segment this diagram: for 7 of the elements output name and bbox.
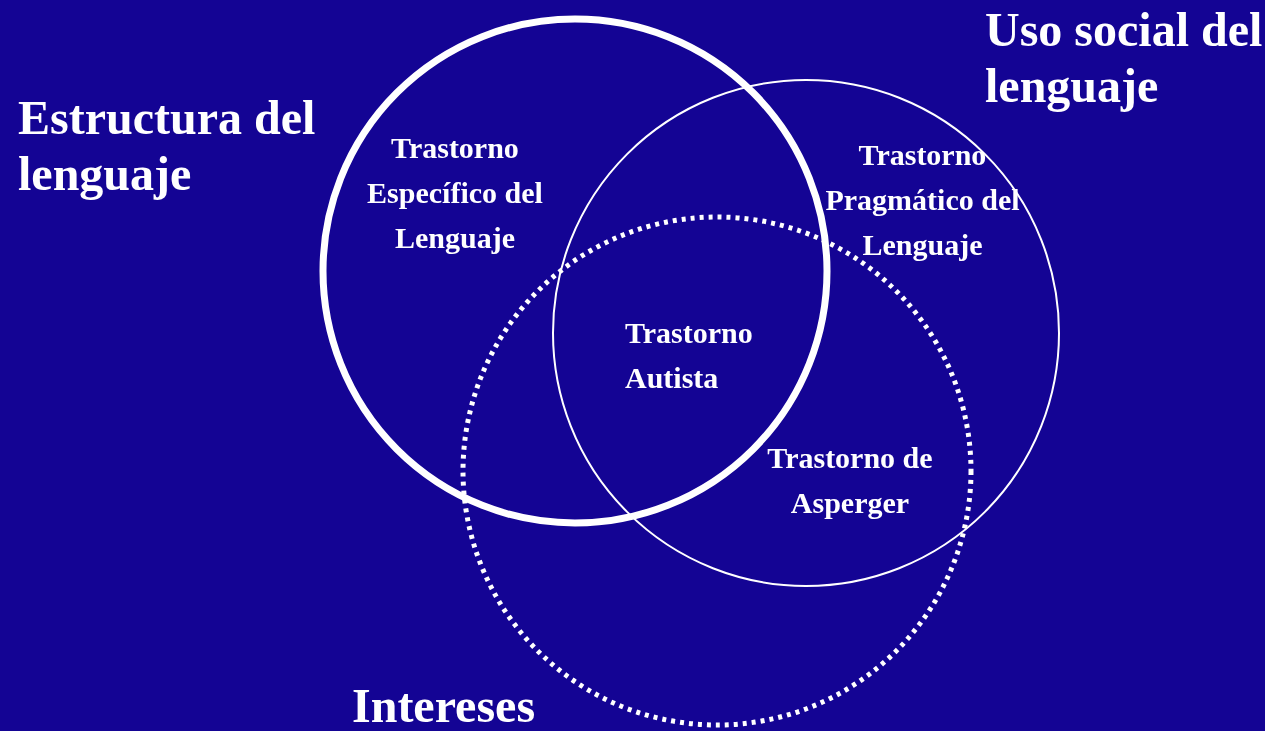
set-heading: Estructura del lenguaje [18,90,317,202]
region-label: Trastorno Específico del Lenguaje [366,130,544,256]
region-label: Trastorno Autista [625,315,754,396]
region-label: Trastorno de Asperger [766,440,934,521]
region-label: Trastorno Pragmático del Lenguaje [824,137,1021,263]
set-heading: Uso social del lenguaje [985,2,1264,114]
set-heading: Intereses [352,678,537,731]
